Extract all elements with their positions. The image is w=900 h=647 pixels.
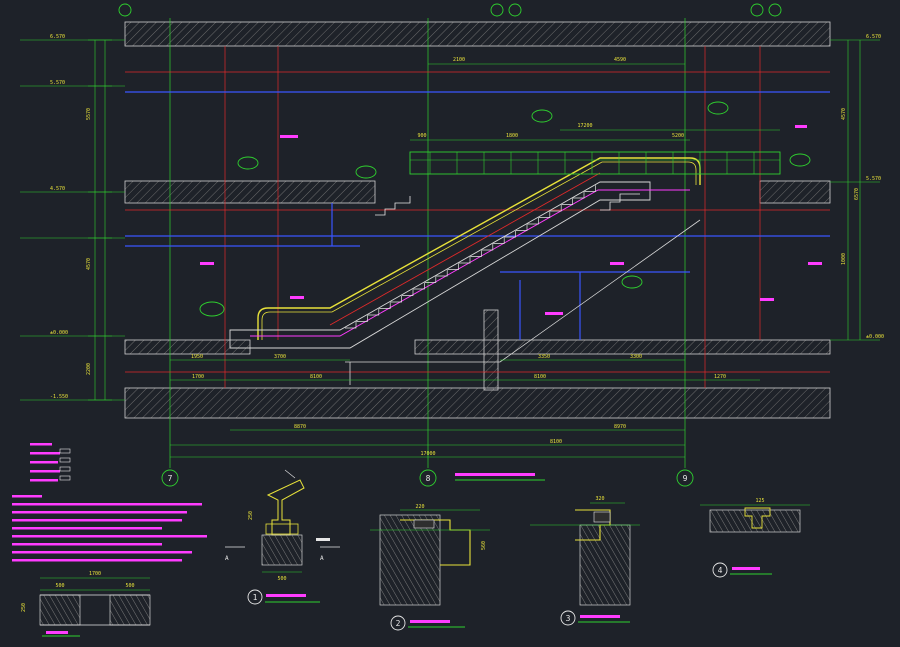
vert-dim-text: 1000 bbox=[841, 253, 847, 265]
dim-text: 1950 bbox=[191, 354, 203, 360]
dim-text: 8870 bbox=[294, 424, 306, 430]
main-title-block bbox=[455, 473, 545, 481]
dim-text: 3350 bbox=[538, 354, 550, 360]
grid-bubble-8 bbox=[419, 469, 437, 487]
detail-bubble-4 bbox=[712, 562, 728, 578]
section-index-bubbles bbox=[199, 101, 811, 317]
section-cut-mark: A bbox=[320, 555, 324, 562]
foundation-slab bbox=[124, 387, 831, 419]
level-mark-left: -1.550 bbox=[50, 394, 68, 400]
escalator-steps bbox=[345, 185, 596, 329]
detail-bubble-2 bbox=[390, 615, 406, 631]
mid-slab-right bbox=[759, 180, 831, 204]
vert-dim-text: 5570 bbox=[86, 108, 92, 120]
level-mark-left: 4.570 bbox=[50, 186, 65, 192]
detail-1-dim: 250 bbox=[248, 511, 254, 520]
dim-text: 8100 bbox=[534, 374, 546, 380]
roof-slab bbox=[124, 21, 831, 47]
detail-number: 4 bbox=[718, 566, 723, 575]
dim-text: 900 bbox=[417, 133, 426, 139]
glass-railing bbox=[409, 151, 781, 175]
detail-1: 500 250 A A 1 bbox=[225, 469, 340, 605]
dim-text: 1270 bbox=[714, 374, 726, 380]
dim-text: 8100 bbox=[550, 439, 562, 445]
annotation-marks bbox=[200, 125, 822, 315]
pit-wall bbox=[483, 309, 499, 391]
section-aa-dim: 250 bbox=[21, 603, 27, 612]
grid-label-7: 7 bbox=[168, 474, 173, 483]
detail-bubble-1 bbox=[247, 589, 263, 605]
horizontal-dimension-chains bbox=[170, 63, 780, 458]
detail-2: 220 560 2 bbox=[370, 504, 490, 631]
stair-detail bbox=[600, 193, 640, 211]
vert-dim-text: 2200 bbox=[86, 363, 92, 375]
left-dimension-chain bbox=[20, 39, 125, 401]
ground-slab-right bbox=[414, 339, 831, 355]
dim-text: 3300 bbox=[630, 354, 642, 360]
upper-stair bbox=[375, 196, 411, 216]
overall-dim-text: 17000 bbox=[420, 451, 435, 457]
dim-text: 8970 bbox=[614, 424, 626, 430]
section-cut-mark: A bbox=[225, 555, 229, 562]
dim-text: 4590 bbox=[614, 57, 626, 63]
detail-number: 1 bbox=[253, 593, 258, 602]
vert-dim-text: 4570 bbox=[841, 108, 847, 120]
section-aa-dim: 500 bbox=[125, 583, 134, 589]
detail-4-dim: 125 bbox=[755, 498, 764, 504]
grid-bubble-9 bbox=[676, 469, 694, 487]
grid-bubbles-bottom: 7 8 9 bbox=[161, 469, 694, 487]
level-mark-right: 5.570 bbox=[866, 176, 881, 182]
detail-number: 3 bbox=[566, 614, 571, 623]
level-mark-left: ±0.000 bbox=[50, 330, 68, 336]
section-aa-dim: 500 bbox=[55, 583, 64, 589]
section-aa-dim: 1700 bbox=[89, 571, 101, 577]
level-mark-right: 6.570 bbox=[866, 34, 881, 40]
dim-text: 17200 bbox=[577, 123, 592, 129]
detail-4: 125 4 bbox=[700, 498, 810, 578]
detail-bubble-3 bbox=[560, 610, 576, 626]
grid-bubble-7 bbox=[161, 469, 179, 487]
detail-1-dim: 500 bbox=[277, 576, 286, 582]
detail-3: 320 3 bbox=[530, 496, 640, 626]
detail-number: 2 bbox=[396, 619, 401, 628]
vert-dim-text: 4570 bbox=[86, 258, 92, 270]
grid-label-9: 9 bbox=[683, 474, 688, 483]
dim-text: 8100 bbox=[310, 374, 322, 380]
level-mark-left: 6.570 bbox=[50, 34, 65, 40]
main-section: 7 8 9 6.570 5.570 4.570 ±0.000 -1.550 6.… bbox=[20, 3, 884, 487]
right-dimension-chain bbox=[830, 39, 880, 341]
dim-text: 1800 bbox=[506, 133, 518, 139]
dim-text: 1700 bbox=[192, 374, 204, 380]
grid-bubbles-top bbox=[118, 3, 782, 17]
ground-slab-left bbox=[124, 339, 251, 355]
level-mark-left: 5.570 bbox=[50, 80, 65, 86]
notes-block bbox=[12, 443, 207, 562]
grid-label-8: 8 bbox=[426, 474, 431, 483]
mid-slab-left bbox=[124, 180, 376, 204]
detail-2-dim: 220 bbox=[415, 504, 424, 510]
detail-2-dim: 560 bbox=[481, 541, 487, 550]
escalator bbox=[229, 157, 701, 385]
dim-text: 2100 bbox=[453, 57, 465, 63]
section-aa: 1700 500 500 250 bbox=[21, 571, 151, 637]
dim-text: 3700 bbox=[274, 354, 286, 360]
dim-text: 5200 bbox=[672, 133, 684, 139]
detail-3-dim: 320 bbox=[595, 496, 604, 502]
level-mark-right: ±0.000 bbox=[866, 334, 884, 340]
vert-dim-text: 6570 bbox=[854, 188, 860, 200]
